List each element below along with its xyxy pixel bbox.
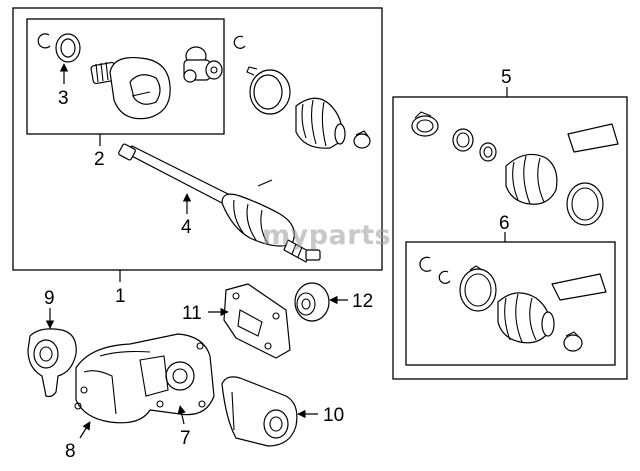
outer-boot-band (566, 182, 604, 226)
kit-small-clamp (563, 331, 583, 352)
callout-11: 11 (182, 303, 202, 324)
inner-joint-box (26, 18, 225, 135)
callout-12: 12 (352, 291, 373, 312)
halfshaft (118, 143, 321, 263)
differential-carrier (74, 333, 215, 424)
axle-assembly-box (12, 7, 383, 271)
boot-kit-clamps (411, 111, 497, 162)
inner-cv-joint (90, 56, 171, 120)
callout-9: 9 (44, 288, 55, 309)
kit-snap-ring-b (438, 270, 451, 284)
bushing-12 (294, 282, 330, 322)
kit-boot (497, 292, 555, 344)
small-clamp (353, 130, 371, 149)
inner-boot-kit-box (405, 241, 616, 366)
tripod-spider (183, 46, 223, 83)
snap-ring (37, 33, 51, 49)
seal-ring-3-inner (60, 38, 76, 58)
circlip (233, 35, 246, 49)
callout-7: 7 (180, 428, 191, 449)
kit-grease-packet (551, 273, 607, 301)
callout-6: 6 (499, 213, 510, 234)
grease-packet (567, 123, 619, 153)
mount-plate-11 (223, 283, 291, 359)
boot-clamp-band (246, 66, 291, 115)
kit-clamp-band (459, 265, 497, 312)
mount-bracket-9 (27, 328, 77, 398)
callout-10: 10 (323, 405, 344, 426)
leader-7 (177, 405, 186, 425)
outer-boot (505, 153, 558, 205)
callout-5: 5 (501, 67, 512, 88)
inner-boot (295, 97, 346, 149)
callout-1: 1 (115, 286, 126, 307)
leader-8 (79, 421, 91, 439)
callout-2: 2 (94, 149, 105, 170)
callout-8: 8 (65, 441, 76, 462)
callout-4: 4 (181, 217, 192, 238)
boot-kit-box (392, 96, 628, 380)
kit-snap-ring-a (419, 256, 432, 272)
watermark: myparts (262, 220, 391, 251)
callout-3: 3 (58, 88, 69, 109)
mount-10 (221, 376, 298, 447)
